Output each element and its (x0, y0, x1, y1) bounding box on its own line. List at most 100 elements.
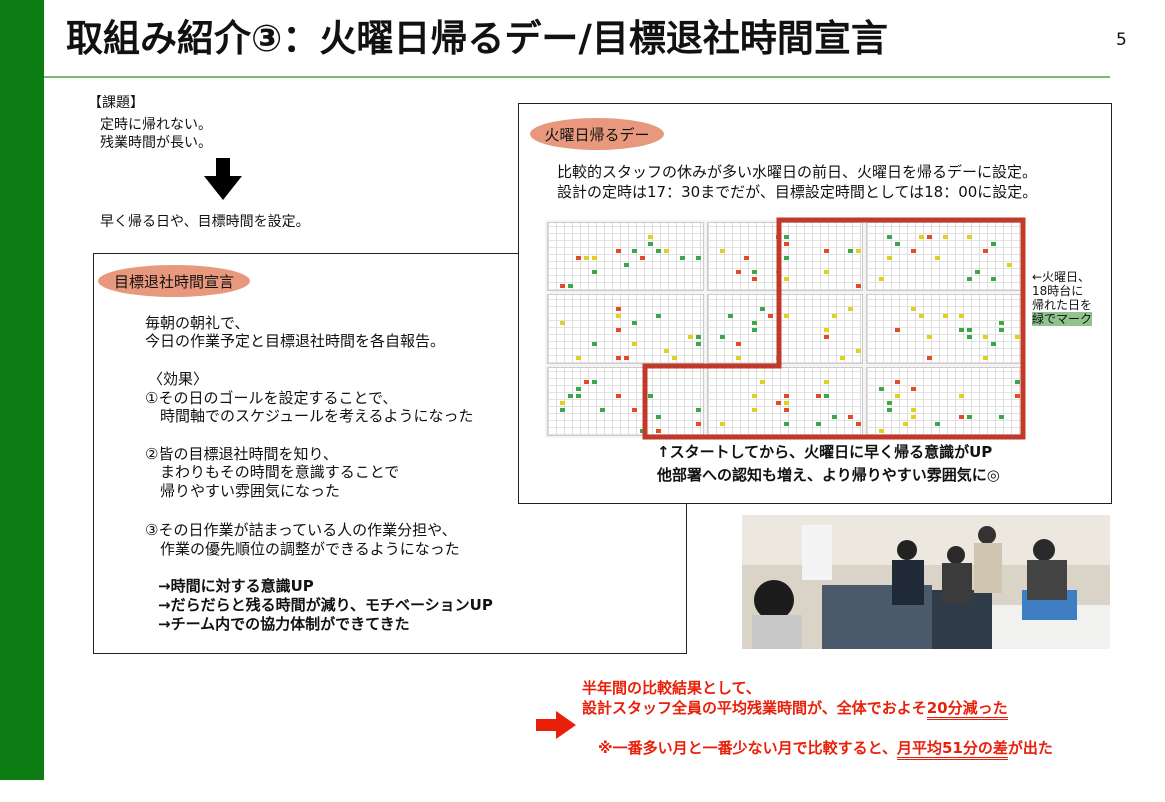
sheet-block (547, 294, 704, 364)
sheet-cell (783, 407, 789, 412)
sheet-cell (895, 379, 901, 384)
sheet-cell (616, 314, 621, 319)
sheet-cell (696, 335, 701, 340)
sheet-cell (991, 242, 997, 246)
sheet-cell (1015, 393, 1021, 398)
sheet-cell (672, 356, 677, 361)
sheet-cell (592, 342, 597, 347)
sheet-cell (775, 400, 781, 405)
sheet-cell (855, 249, 861, 253)
outcome-line: →チーム内での協力体制ができてきた (158, 615, 410, 633)
sheet-cell (751, 328, 757, 333)
sheet-cell (560, 407, 565, 412)
sheet-cell (847, 307, 853, 312)
sheet-cell (680, 256, 685, 260)
note-line: 帰れた日を (1032, 298, 1093, 312)
sheet-cell (696, 421, 701, 426)
sheet-cell (999, 328, 1005, 333)
outcome-line: →だらだらと残る時間が減り、モチベーションUP (158, 596, 493, 614)
sheet-cell (935, 421, 941, 426)
sheet-cell (887, 256, 893, 260)
issue-line: 定時に帰れない。 (100, 117, 212, 133)
slide-title: 取組み紹介③：火曜日帰るデー/目標退社時間宣言 (66, 17, 888, 60)
sheet-cell (1015, 379, 1021, 384)
sheet-cell (967, 335, 973, 340)
sheet-cell (560, 284, 565, 288)
sheet-block (547, 222, 704, 292)
sheet-cell (911, 414, 917, 419)
sheet-cell (560, 321, 565, 326)
sheet-cell (735, 270, 741, 274)
sheet-cell (887, 235, 893, 239)
sheet-cell (879, 428, 885, 433)
arrow-down-icon (204, 158, 242, 200)
sheet-cell (576, 356, 581, 361)
note-line-green: 緑でマーク (1032, 312, 1093, 326)
sheet-cell (751, 393, 757, 398)
sheet-cell (831, 314, 837, 319)
sheet-cell (823, 249, 829, 253)
sheet-block (706, 222, 864, 292)
sheet-cell (656, 249, 661, 253)
sheet-cell (759, 379, 765, 384)
sheet-cell (967, 277, 973, 281)
sheet-cell (735, 356, 741, 361)
sheet-cell (568, 393, 573, 398)
sheet-cell (983, 335, 989, 340)
page-number: 5 (1116, 30, 1127, 50)
sheet-cell (991, 342, 997, 347)
effect-line: まわりもその時間を意識することで (145, 463, 400, 481)
sheet-cell (967, 235, 973, 239)
sheet-cell (664, 249, 669, 253)
sheet-block (866, 366, 1023, 436)
office-team-photo (742, 515, 1110, 649)
sheet-cell (815, 421, 821, 426)
highlight-outline (642, 217, 1026, 440)
sheet-cell (640, 256, 645, 260)
sheet-cell (624, 263, 629, 267)
sheet-cell (751, 270, 757, 274)
issue-result: 早く帰る日や、目標時間を設定。 (100, 214, 310, 230)
sheet-cell (632, 321, 637, 326)
sheet-cell (895, 242, 901, 246)
sheet-cell (927, 235, 933, 239)
sheet-cell (576, 256, 581, 260)
sheet-cell (624, 356, 629, 361)
sheet-cell (959, 328, 965, 333)
sheet-cell (592, 270, 597, 274)
sheet-cell (911, 307, 917, 312)
sheet-cell (879, 386, 885, 391)
sheet-cell (751, 277, 757, 281)
outcome-line: →時間に対する意識UP (158, 577, 314, 595)
sheet-cell (855, 284, 861, 288)
sheet-cell (656, 414, 661, 419)
sheet-cell (727, 314, 733, 319)
conclusion-note: ※一番多い月と一番少ない月で比較すると、月平均51分の差が出た (598, 738, 1053, 760)
effect-line: 時間軸でのスケジュールを考えるようになった (145, 407, 474, 425)
sheet-cell (648, 393, 653, 398)
sheet-cell (887, 400, 893, 405)
side-note: ←火曜日、 18時台に 帰れた日を 緑でマーク (1032, 270, 1093, 326)
sheet-cell (783, 256, 789, 260)
sheet-cell (911, 386, 917, 391)
sheet-cell (696, 407, 701, 412)
sheet-cell (648, 235, 653, 239)
sheet-cell (959, 314, 965, 319)
sheet-cell (616, 307, 621, 312)
result-line: ↑スタートしてから、火曜日に早く帰る意識がUP (657, 443, 993, 461)
sheet-cell (839, 356, 845, 361)
sheet-cell (616, 393, 621, 398)
sheet-block (547, 366, 704, 436)
desc-line: 設計の定時は17：30までだが、目標設定時間としては18：00に設定。 (557, 183, 1038, 201)
overtime-spreadsheet-image (545, 220, 1025, 438)
conclusion-line: 半年間の比較結果として、 (582, 679, 761, 697)
sheet-cell (1015, 335, 1021, 340)
sheet-cell (719, 421, 725, 426)
sheet-cell (823, 270, 829, 274)
effects-heading: 〈効果〉 (148, 370, 209, 388)
conclusion-line: 設計スタッフ全員の平均残業時間が、全体でおよそ20分減った (582, 698, 1008, 720)
sheet-cell (751, 407, 757, 412)
issue-line: 残業時間が長い。 (100, 135, 212, 151)
sheet-cell (967, 414, 973, 419)
sheet-cell (823, 379, 829, 384)
